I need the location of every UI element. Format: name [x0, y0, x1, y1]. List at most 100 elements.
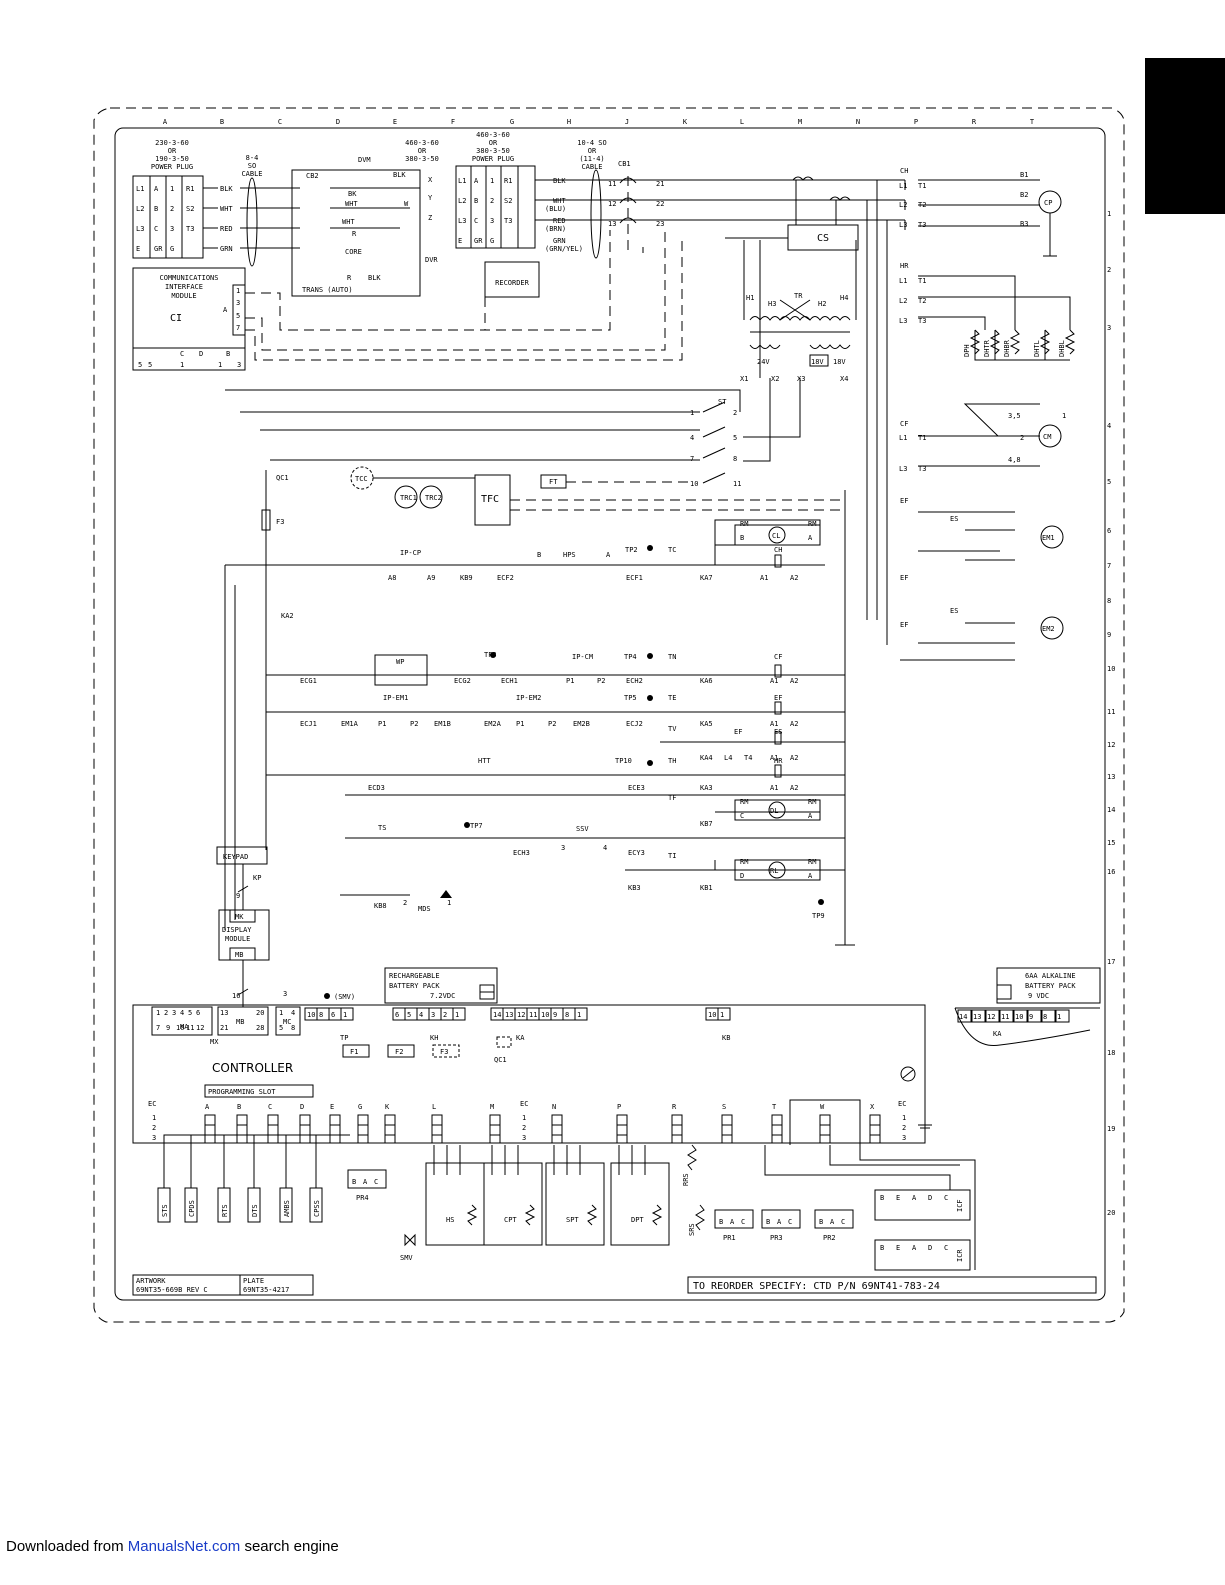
- svg-text:MC: MC: [283, 1018, 291, 1026]
- pr-term: A: [730, 1218, 735, 1226]
- svg-text:T2: T2: [918, 201, 926, 209]
- ladder-label: IP-EM1: [383, 694, 408, 702]
- svg-text:ARTWORK: ARTWORK: [136, 1277, 166, 1285]
- footer-link[interactable]: ManualsNet.com: [127, 1538, 241, 1555]
- ladder-label: TP5: [624, 694, 637, 702]
- ec-pin-box: [671, 1114, 683, 1144]
- ec-tag-left: EC: [148, 1100, 156, 1108]
- svg-text:T1: T1: [918, 182, 926, 190]
- ladder-label: A1: [770, 720, 778, 728]
- svg-text:3,5: 3,5: [1008, 412, 1021, 420]
- ladder-label: A2: [790, 784, 798, 792]
- ec-col-letter: B: [237, 1103, 241, 1111]
- plug230-wire: WHT: [220, 205, 233, 213]
- icf-term: E: [896, 1194, 900, 1202]
- svg-text:L2: L2: [899, 201, 907, 209]
- ladder-label: ECH1: [501, 677, 518, 685]
- alk-term: 14: [959, 1013, 967, 1021]
- alk-term-box: [999, 1009, 1014, 1023]
- ctrl-term: 1: [343, 1011, 347, 1019]
- ladder-label: P2: [597, 677, 605, 685]
- ladder-label: ECE3: [628, 784, 645, 792]
- dvm-top-label: 460-3-60 OR 380-3-50: [405, 139, 439, 163]
- icf-term: A: [912, 1194, 917, 1202]
- pr-box: [814, 1209, 854, 1229]
- ladder-label: EM1B: [434, 720, 451, 728]
- svg-text:ICR: ICR: [956, 1249, 964, 1262]
- col-letter: K: [683, 118, 688, 126]
- ladder-label: TP9: [812, 912, 825, 920]
- ladder-label: TP4: [624, 653, 637, 661]
- ec-num: 3: [152, 1134, 156, 1142]
- ec-col-letter: X: [870, 1103, 875, 1111]
- svg-text:X1: X1: [740, 375, 748, 383]
- svg-text:T1: T1: [918, 434, 926, 442]
- svg-text:FT: FT: [549, 478, 558, 486]
- dvm-block: DVM CB2 BLK BK WHT WHT W R CORE BLK R TR…: [240, 156, 438, 297]
- ladder-label: EF: [774, 694, 782, 702]
- row-number: 13: [1107, 773, 1115, 781]
- sensor-wire: [163, 1134, 198, 1188]
- ctrl-term: 5: [279, 1024, 283, 1032]
- alk-term: 13: [973, 1013, 981, 1021]
- row-number: 7: [1107, 562, 1111, 570]
- ec-pin-box: [771, 1114, 783, 1144]
- title-block: ARTWORK 69NT35-669B REV C PLATE 69NT35-4…: [132, 1274, 1097, 1296]
- contactor-ef-es: EF ES EF EF ES: [900, 497, 1015, 661]
- svg-text:KP: KP: [253, 874, 261, 882]
- svg-text:OR: OR: [588, 147, 597, 155]
- dvm-y: Y: [428, 194, 433, 202]
- ec-pin-div: [300, 1124, 310, 1136]
- svg-text:TCC: TCC: [355, 475, 368, 483]
- ec-pin-div: [722, 1124, 732, 1136]
- plug460-cell: L2: [458, 197, 466, 205]
- ladder-label: RL: [770, 867, 778, 875]
- plug230-cell: E: [136, 245, 140, 253]
- svg-text:10: 10: [690, 480, 698, 488]
- ctrl-term: 12: [196, 1024, 204, 1032]
- pr-term: A: [777, 1218, 782, 1226]
- ctrl-term: 1: [577, 1011, 581, 1019]
- ctrl-term: 20: [256, 1009, 264, 1017]
- motor-cp: CP B1 B2 B3: [1020, 171, 1062, 257]
- smv-valve: SMV: [400, 1233, 416, 1262]
- ladder-label: ECJ2: [626, 720, 643, 728]
- ci-module: COMMUNICATIONS INTERFACE MODULE CI 1 3 5…: [132, 267, 246, 371]
- ladder-label: A9: [427, 574, 435, 582]
- svg-text:MODULE: MODULE: [225, 935, 250, 943]
- ctrl-term-box: [340, 1007, 354, 1021]
- transducer-res: [524, 1204, 536, 1226]
- plug460-cell: T3: [504, 217, 512, 225]
- ladder-label: EM2A: [484, 720, 502, 728]
- svg-text:CI: CI: [170, 313, 182, 324]
- dvm-x: X: [428, 176, 433, 184]
- col-letter: B: [220, 118, 224, 126]
- svg-text:L1: L1: [899, 277, 907, 285]
- ec-pin-box: [357, 1114, 369, 1144]
- svg-text:COMMUNICATIONS: COMMUNICATIONS: [159, 274, 218, 282]
- ladder-label: KA4: [700, 754, 713, 762]
- svg-text:TRC2: TRC2: [425, 494, 442, 502]
- svg-text:ES: ES: [950, 515, 958, 523]
- transducer-box: [425, 1162, 485, 1246]
- svg-text:OR: OR: [489, 139, 498, 147]
- col-letter: G: [510, 118, 514, 126]
- alk-term: 9: [1029, 1013, 1033, 1021]
- transducer-wires: [491, 1145, 519, 1175]
- ladder-label: A8: [388, 574, 396, 582]
- ec-pin-box: [551, 1114, 563, 1144]
- ladder-label: D: [740, 872, 744, 880]
- plug230-wire: RED: [220, 225, 233, 233]
- ladder-label: TI: [668, 852, 676, 860]
- ladder-label: ECG2: [454, 677, 471, 685]
- ladder-label: A1: [770, 754, 778, 762]
- svg-text:D: D: [199, 350, 203, 358]
- ladder-label: RM: [740, 798, 748, 806]
- ladder-label: 4: [603, 844, 607, 852]
- ladder-label: A2: [790, 720, 798, 728]
- plug460-wire: WHT: [553, 197, 566, 205]
- heater-coil: [1064, 329, 1076, 355]
